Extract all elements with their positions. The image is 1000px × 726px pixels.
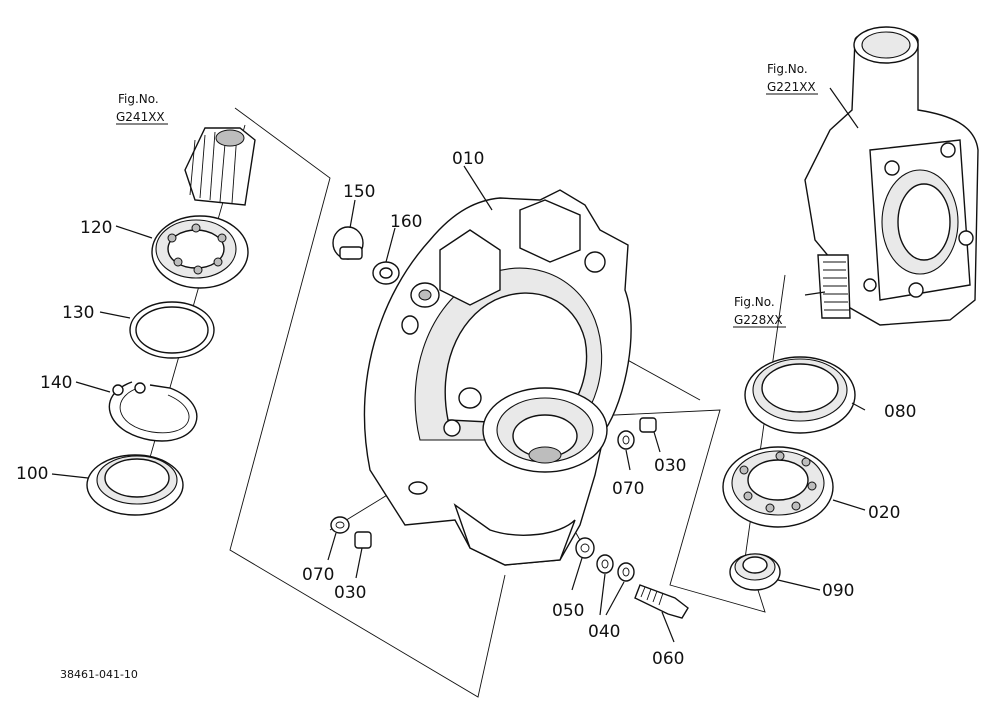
label-030-left: 030 (334, 583, 366, 603)
label-040: 040 (588, 622, 620, 642)
part-080-oil-seal (744, 356, 856, 434)
ref-g241-code: G241XX (116, 110, 165, 124)
part-150-plug (332, 226, 364, 260)
part-010-housing (363, 189, 632, 566)
part-070-washer-right (617, 430, 635, 450)
label-070-right: 070 (612, 479, 644, 499)
label-140: 140 (40, 373, 72, 393)
part-050-washer (575, 537, 595, 559)
label-060: 060 (652, 649, 684, 669)
pinion-gear (184, 127, 256, 206)
label-020: 020 (868, 503, 900, 523)
part-120-bearing (151, 215, 249, 289)
drawing-number: 38461-041-10 (60, 668, 138, 681)
steering-case-casting (804, 26, 979, 326)
label-100: 100 (16, 464, 48, 484)
ref-g241-caption: Fig.No. (118, 92, 159, 106)
label-070-left: 070 (302, 565, 334, 585)
part-140-snap-ring (108, 381, 198, 442)
ref-g221-code: G221XX (767, 80, 816, 94)
label-030-right: 030 (654, 456, 686, 476)
part-060-bolt (634, 584, 689, 619)
part-040-washers (596, 554, 635, 582)
part-labels: 010 150 160 120 130 140 100 080 020 090 … (16, 149, 916, 669)
part-100-oil-seal (86, 454, 184, 516)
label-090: 090 (822, 581, 854, 601)
label-080: 080 (884, 402, 916, 422)
label-130: 130 (62, 303, 94, 323)
part-030-bolt-right (639, 417, 657, 433)
figure-references: Fig.No. G241XX Fig.No. G221XX Fig.No. G2… (116, 62, 818, 328)
ref-g228-code: G228XX (734, 313, 783, 327)
ref-g221-caption: Fig.No. (767, 62, 808, 76)
part-090-collar (729, 553, 781, 591)
part-130-o-ring (129, 301, 215, 359)
label-010: 010 (452, 149, 484, 169)
label-050: 050 (552, 601, 584, 621)
ref-g228-caption: Fig.No. (734, 295, 775, 309)
part-020-bearing (722, 446, 834, 528)
label-160: 160 (390, 212, 422, 232)
label-150: 150 (343, 182, 375, 202)
label-120: 120 (80, 218, 112, 238)
leader-lines (51, 87, 866, 643)
part-160-washer (372, 261, 400, 285)
part-070-washer-left (330, 516, 350, 534)
part-030-bolt-left (354, 531, 372, 549)
